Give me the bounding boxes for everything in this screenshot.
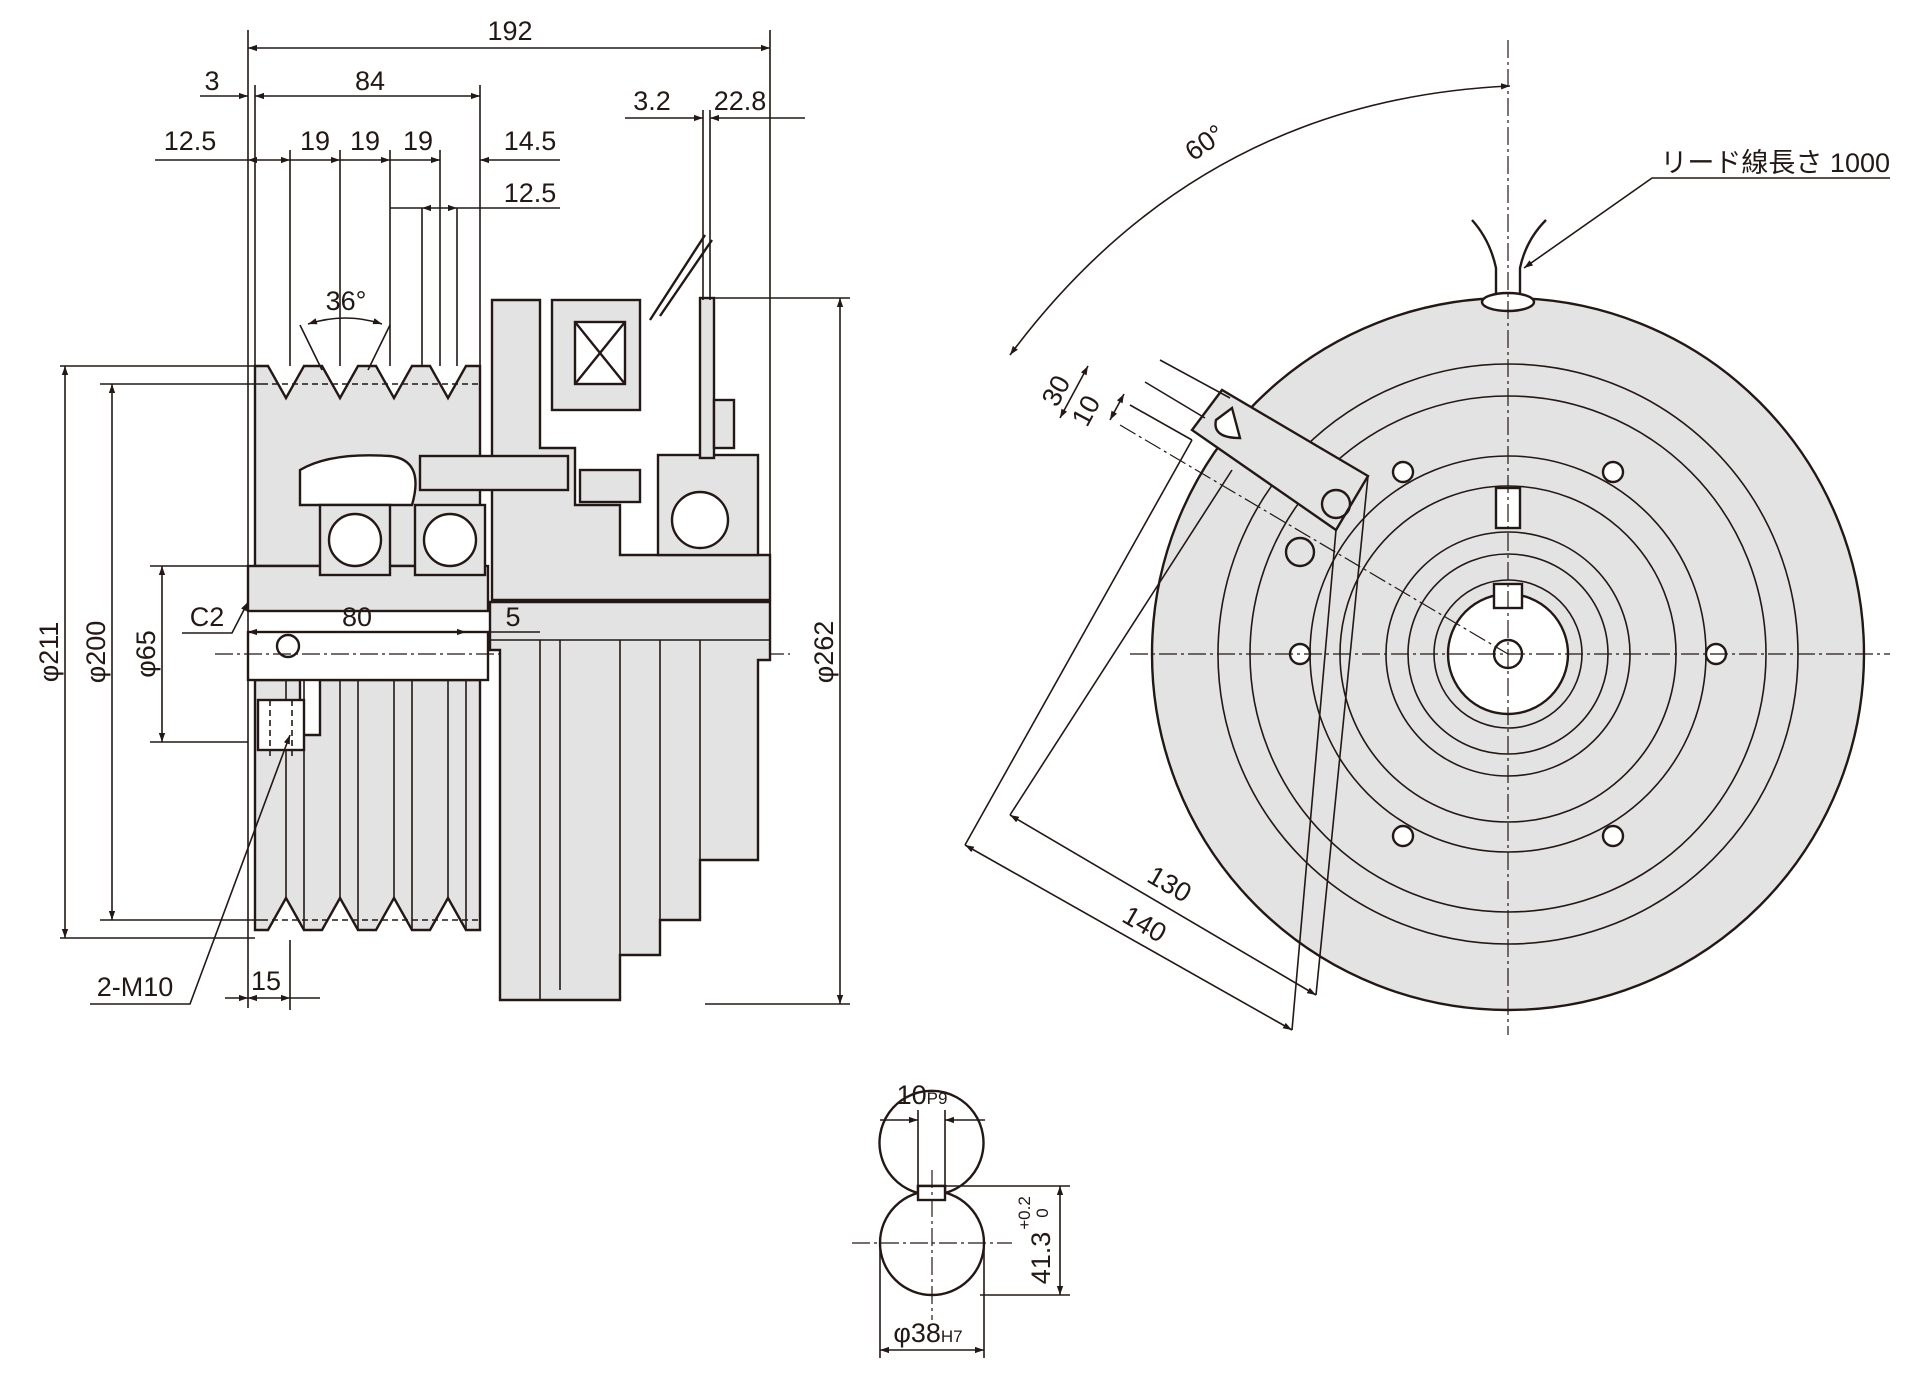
dim-60-deg: 60° [1180,119,1231,167]
dim-19-a: 19 [300,126,330,156]
front-view: 60° リード線長さ 1000 30 10 130 140 [964,40,1890,1035]
dim-phi-200: φ200 [81,621,111,684]
rotor [490,298,772,602]
dim-14-5: 14.5 [504,126,557,156]
dim-130: 130 [1142,860,1196,909]
keyway-view: 10P9 41.3 +0.2 0 φ38H7 [852,1080,1070,1358]
front-dims [964,83,1890,1031]
dim-3-2: 3.2 [633,86,671,116]
dim-140: 140 [1117,900,1171,949]
dim-phi-65: φ65 [131,630,161,678]
dim-84: 84 [355,66,385,96]
dim-5: 5 [505,602,520,632]
dim-19-c: 19 [403,126,433,156]
label-2-m10: 2-M10 [97,972,174,1002]
side-view: 192 3 84 12.5 19 19 19 14.5 12.5 36° 3.2… [34,16,850,1010]
disc-stack [488,600,772,1002]
dim-3: 3 [204,66,219,96]
dim-80: 80 [342,602,372,632]
dim-bore: φ38H7 [893,1318,962,1348]
dim-192: 192 [487,16,532,46]
stud [418,454,570,492]
dim-36-deg: 36° [326,286,367,316]
dim-key-depth-tol-lower: 0 [1033,1208,1052,1217]
bracket [698,296,716,460]
dim-19-b: 19 [350,126,380,156]
dim-15: 15 [251,966,281,996]
dim-c2: C2 [190,602,225,632]
dim-phi-211: φ211 [34,622,64,683]
bearing-left [318,503,392,577]
dim-key-width: 10P9 [897,1080,948,1110]
label-lead-wire: リード線長さ 1000 [1660,148,1890,178]
dim-key-depth: 41.3 [1026,1232,1056,1285]
tap-hole [256,698,306,752]
pulley-grooves [285,650,467,930]
pulley-web [298,454,417,507]
dim-12-5-right: 12.5 [504,178,557,208]
dimension-lines [61,44,844,1005]
dim-22-8: 22.8 [714,86,767,116]
bolt-holes [1288,460,1728,848]
bearing-right [413,503,487,577]
dim-phi-262: φ262 [809,621,839,684]
dim-12-5-left: 12.5 [164,126,217,156]
extension-lines [60,30,850,1010]
dim-30: 30 [1036,370,1077,411]
dim-key-depth-tol-upper: +0.2 [1015,1196,1034,1230]
shaft-section [878,1089,985,1195]
